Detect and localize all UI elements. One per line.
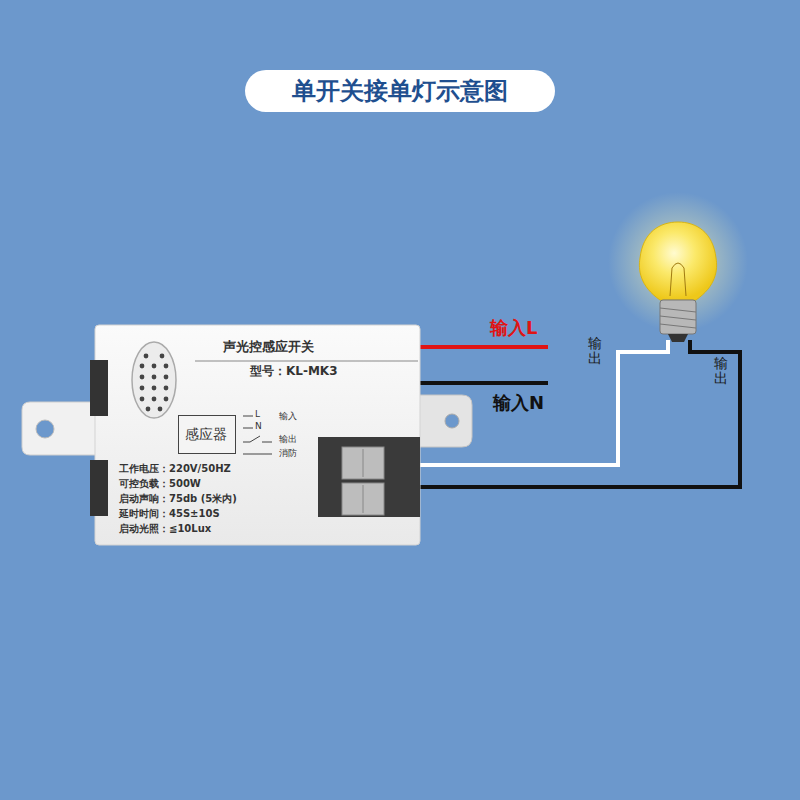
- mount-tab: [22, 402, 100, 455]
- side-bracket: [418, 395, 472, 447]
- terminal-slit: [363, 449, 364, 477]
- neutral-wire: [418, 381, 548, 385]
- output-wire: [380, 340, 740, 487]
- wire-label: 输出: [588, 336, 602, 367]
- product-name: 声光控感应开关: [223, 339, 314, 355]
- screw-terminal: [342, 483, 384, 515]
- housing-slot: [90, 360, 108, 416]
- switch-housing: [95, 325, 420, 545]
- mount-hole: [36, 420, 54, 438]
- sensor-box: 感应器: [178, 415, 236, 454]
- bulb-base: [660, 300, 696, 342]
- title-pill: [245, 70, 555, 112]
- wire-label: 输出: [714, 356, 728, 387]
- pin-label: 消防: [279, 447, 297, 460]
- model-number: 型号：KL-MK3: [250, 364, 338, 378]
- spec-line: 启动光照：≦10Lux: [119, 523, 211, 535]
- pin-name: N: [255, 421, 262, 431]
- screw-terminal: [342, 447, 384, 479]
- switch-housing: 声光控感应开关型号：KL-MK3 工作电压：220V/50HZ 可控负载：500W 启…: [95, 325, 420, 545]
- terminal-block: [318, 437, 420, 517]
- pin-name: L: [255, 409, 260, 419]
- pin-label: 输入: [279, 410, 297, 423]
- spec-line: 启动声响：75db (5米内): [119, 493, 237, 505]
- microphone-grille: [132, 342, 176, 418]
- live-wire: [418, 345, 548, 349]
- terminal-slit: [363, 485, 364, 513]
- spec-line: 延时时间：45S±10S: [119, 508, 220, 520]
- output-wire: [380, 340, 668, 465]
- mount-hole: [445, 414, 459, 428]
- bulb-filament: [670, 263, 686, 296]
- housing-slot: [90, 460, 108, 516]
- wire-label: 输入L: [490, 316, 537, 340]
- pin-label: 输出: [279, 433, 297, 446]
- diagram-title: 单开关接单灯示意图: [245, 76, 555, 106]
- wiring-schematic: [243, 416, 272, 454]
- grille-holes: [140, 354, 169, 412]
- light-bulb: [639, 222, 716, 300]
- wire-label: 输入N: [493, 391, 544, 415]
- sensor-label: 感应器: [185, 426, 229, 443]
- divider-line: [195, 361, 418, 362]
- spec-line: 可控负载：500W: [119, 478, 201, 490]
- spec-line: 工作电压：220V/50HZ: [119, 463, 231, 475]
